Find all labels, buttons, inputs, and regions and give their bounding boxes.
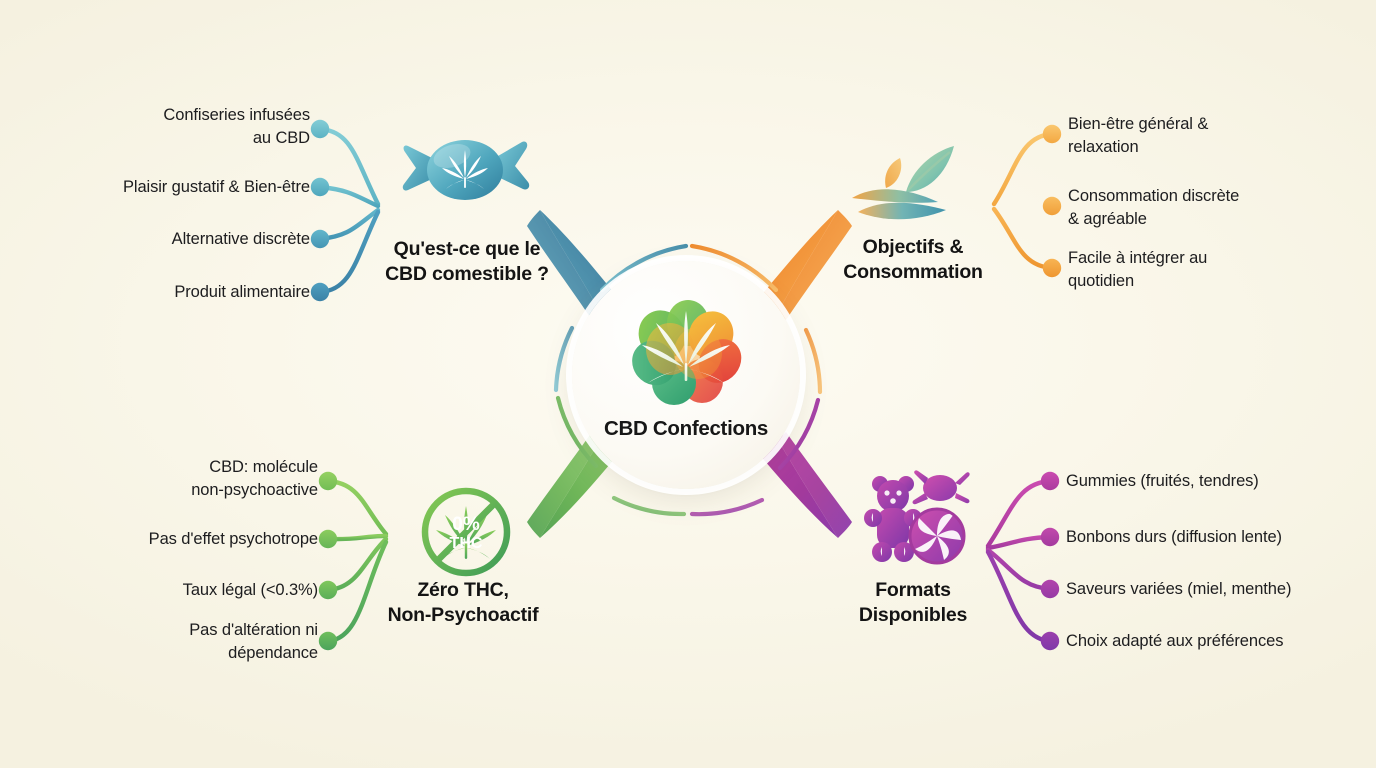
leaf-label-plaisir-gustatif[interactable]: Plaisir gustatif & Bien-être bbox=[122, 178, 310, 196]
branch-title-available-formats[interactable]: Formats Disponibles bbox=[858, 579, 968, 626]
gummy-bear-candy-lollipop-icon bbox=[864, 470, 970, 565]
leaves-and-waves-icon bbox=[852, 146, 954, 220]
leaf-label-consommation-discrete[interactable]: Consommation discrète & agréable bbox=[1068, 187, 1240, 228]
leaf-dots-zero-thc bbox=[318, 471, 338, 651]
leaf-label-pas-effet-psychotrope[interactable]: Pas d'effet psychotrope bbox=[148, 530, 318, 548]
gummy-bear bbox=[864, 476, 922, 562]
leaf-label-cbd-molecule[interactable]: CBD: molécule non-psychoactive bbox=[191, 458, 318, 499]
leaf-label-pas-alteration[interactable]: Pas d'altération ni dépendance bbox=[189, 621, 318, 662]
leaf-dots-available-formats bbox=[1040, 471, 1060, 651]
center-node-title: CBD Confections bbox=[603, 417, 769, 440]
trunk-available-formats bbox=[757, 440, 838, 538]
wrapped-candy bbox=[912, 470, 970, 505]
leaf-label-bonbons-durs[interactable]: Bonbons durs (diffusion lente) bbox=[1066, 528, 1282, 546]
branch-title-zero-thc[interactable]: Zéro THC, Non-Psychoactif bbox=[387, 579, 539, 626]
branch-title-objectives-consumption[interactable]: Objectifs & Consommation bbox=[843, 236, 983, 283]
leaf-label-confiseries-infusees[interactable]: Confiseries infusées au CBD bbox=[163, 106, 310, 147]
leaf-label-bien-etre-general[interactable]: Bien-être général & relaxation bbox=[1068, 115, 1209, 156]
svg-text:THC: THC bbox=[450, 535, 483, 552]
swirl-lollipop bbox=[908, 507, 966, 565]
zero-percent-thc-badge-icon: 0% THC bbox=[421, 487, 511, 577]
leaf-label-gummies[interactable]: Gummies (fruités, tendres) bbox=[1066, 472, 1259, 490]
leaf-label-facile-a-integrer[interactable]: Facile à intégrer au quotidien bbox=[1068, 249, 1208, 290]
leaf-dots-what-is-edible-cbd bbox=[310, 119, 330, 302]
leaf-label-alternative-discrete[interactable]: Alternative discrète bbox=[171, 230, 310, 248]
leaf-label-produit-alimentaire[interactable]: Produit alimentaire bbox=[174, 283, 310, 301]
leaf-label-saveurs-variees[interactable]: Saveurs variées (miel, menthe) bbox=[1066, 580, 1292, 598]
leaf-label-choix-adapte[interactable]: Choix adapté aux préférences bbox=[1066, 632, 1284, 650]
svg-text:0%: 0% bbox=[452, 514, 480, 535]
branch-title-what-is-edible-cbd[interactable]: Qu'est-ce que le CBD comestible ? bbox=[385, 238, 549, 285]
leaf-label-taux-legal[interactable]: Taux légal (<0.3%) bbox=[182, 581, 318, 599]
colorful-cannabis-leaf-rosette-icon bbox=[632, 300, 742, 405]
leaf-dots-objectives-consumption bbox=[1042, 124, 1062, 278]
wrapped-candy-cannabis-leaf-icon bbox=[402, 140, 530, 200]
center-node[interactable]: CBD Confections bbox=[572, 261, 800, 489]
